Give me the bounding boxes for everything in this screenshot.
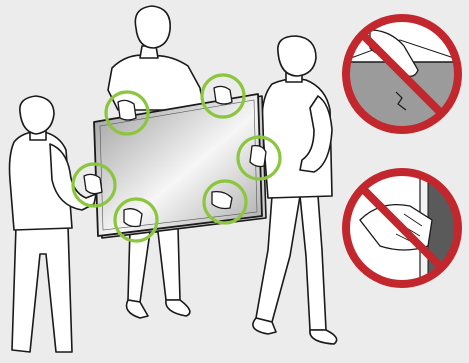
tv-handling-illustration [0,0,469,363]
